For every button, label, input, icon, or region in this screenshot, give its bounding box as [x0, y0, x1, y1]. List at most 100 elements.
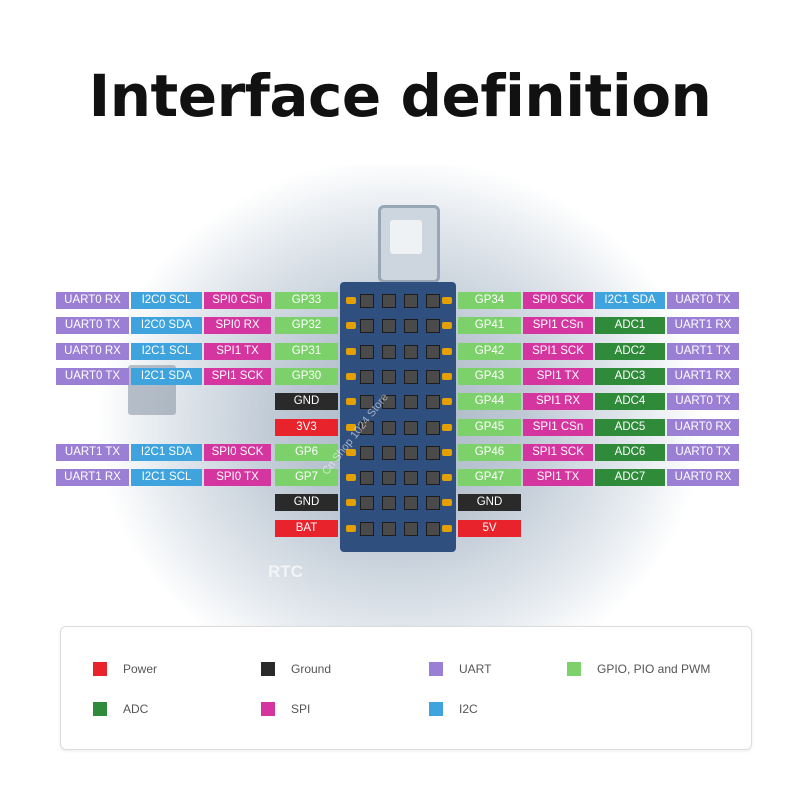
header-pad-r4-s0 [346, 398, 356, 405]
header-pad-r6-s1 [442, 449, 452, 456]
legend-swatch-i2c [429, 702, 443, 716]
legend-item-uart: UART [429, 661, 491, 677]
left-pin-label-r0-c2: SPI0 CSn [204, 292, 271, 309]
header-pad-r9-s1 [442, 525, 452, 532]
right-pin-label-r4-c3: UART0 TX [667, 393, 739, 410]
header-pin-r0-c2 [404, 294, 418, 308]
header-pin-r6-c1 [382, 446, 396, 460]
right-pin-label-r7-c0: GP47 [458, 469, 521, 486]
right-pin-label-r5-c0: GP45 [458, 419, 521, 436]
left-pin-label-r5-c0: 3V3 [275, 419, 338, 436]
page-title: Interface definition [88, 62, 712, 130]
left-pin-label-r0-c3: GP33 [275, 292, 338, 309]
right-pin-label-r7-c2: ADC7 [595, 469, 665, 486]
header-pin-r7-c3 [426, 471, 440, 485]
header-pad-r1-s0 [346, 322, 356, 329]
header-pin-r3-c1 [382, 370, 396, 384]
header-pin-r8-c2 [404, 496, 418, 510]
right-pin-label-r3-c3: UART1 RX [667, 368, 739, 385]
header-pin-r7-c2 [404, 471, 418, 485]
header-pin-r1-c3 [426, 319, 440, 333]
legend-item-power: Power [93, 661, 157, 677]
board-connector-inner [390, 220, 422, 254]
header-pin-r0-c3 [426, 294, 440, 308]
right-pin-label-r9-c0: 5V [458, 520, 521, 537]
right-pin-label-r7-c3: UART0 RX [667, 469, 739, 486]
header-pad-r8-s0 [346, 499, 356, 506]
legend-item-spi: SPI [261, 701, 310, 717]
right-pin-label-r0-c1: SPI0 SCK [523, 292, 593, 309]
legend-label-power: Power [123, 662, 158, 676]
header-pin-r3-c0 [360, 370, 374, 384]
header-pin-r5-c2 [404, 421, 418, 435]
left-pin-label-r2-c1: I2C1 SCL [131, 343, 202, 360]
left-pin-label-r8-c0: GND [275, 494, 338, 511]
left-pin-label-r0-c0: UART0 RX [56, 292, 129, 309]
left-pin-label-r6-c3: GP6 [275, 444, 338, 461]
header-pin-r2-c3 [426, 345, 440, 359]
left-pin-label-r1-c1: I2C0 SDA [131, 317, 202, 334]
header-pin-r2-c0 [360, 345, 374, 359]
right-pin-label-r2-c1: SPI1 SCK [523, 343, 593, 360]
left-pin-label-r7-c2: SPI0 TX [204, 469, 271, 486]
header-pin-r7-c1 [382, 471, 396, 485]
left-pin-label-r2-c0: UART0 RX [56, 343, 129, 360]
header-pad-r8-s1 [442, 499, 452, 506]
right-pin-label-r6-c0: GP46 [458, 444, 521, 461]
right-pin-label-r3-c1: SPI1 TX [523, 368, 593, 385]
header-pin-r3-c3 [426, 370, 440, 384]
left-pin-label-r7-c1: I2C1 SCL [131, 469, 202, 486]
right-pin-label-r2-c3: UART1 TX [667, 343, 739, 360]
left-pin-label-r3-c0: UART0 TX [56, 368, 129, 385]
header-pin-r6-c2 [404, 446, 418, 460]
header-pad-r2-s1 [442, 348, 452, 355]
right-pin-label-r6-c1: SPI1 SCK [523, 444, 593, 461]
right-pin-label-r0-c3: UART0 TX [667, 292, 739, 309]
legend-item-i2c: I2C [429, 701, 478, 717]
header-pad-r5-s0 [346, 424, 356, 431]
right-pin-label-r6-c3: UART0 TX [667, 444, 739, 461]
legend-swatch-ground [261, 662, 275, 676]
board-rtc-label: RTC [268, 562, 303, 581]
left-pin-label-r6-c0: UART1 TX [56, 444, 129, 461]
right-pin-label-r2-c0: GP42 [458, 343, 521, 360]
left-pin-label-r7-c3: GP7 [275, 469, 338, 486]
header-pin-r8-c0 [360, 496, 374, 510]
header-pad-r7-s1 [442, 474, 452, 481]
right-pin-label-r1-c2: ADC1 [595, 317, 665, 334]
right-pin-label-r1-c3: UART1 RX [667, 317, 739, 334]
left-pin-label-r3-c1: I2C1 SDA [131, 368, 202, 385]
header-pad-r2-s0 [346, 348, 356, 355]
legend-label-spi: SPI [291, 702, 311, 716]
left-pin-label-r2-c2: SPI1 TX [204, 343, 271, 360]
right-pin-label-r0-c2: I2C1 SDA [595, 292, 665, 309]
header-pin-r4-c0 [360, 395, 374, 409]
left-pin-label-r3-c3: GP30 [275, 368, 338, 385]
right-pin-label-r0-c0: GP34 [458, 292, 521, 309]
legend: Power Ground UART GPIO, PIO and PWM ADC … [60, 626, 752, 750]
header-pin-r9-c0 [360, 522, 374, 536]
right-pin-label-r4-c2: ADC4 [595, 393, 665, 410]
header-pin-r8-c1 [382, 496, 396, 510]
legend-label-uart: UART [459, 662, 492, 676]
header-pin-r3-c2 [404, 370, 418, 384]
left-pin-label-r2-c3: GP31 [275, 343, 338, 360]
header-pad-r0-s0 [346, 297, 356, 304]
right-pin-label-r1-c0: GP41 [458, 317, 521, 334]
left-pin-label-r7-c0: UART1 RX [56, 469, 129, 486]
legend-label-gpio: GPIO, PIO and PWM [597, 662, 711, 676]
header-pin-r8-c3 [426, 496, 440, 510]
right-pin-label-r6-c2: ADC6 [595, 444, 665, 461]
legend-label-i2c: I2C [459, 702, 478, 716]
header-pin-r0-c1 [382, 294, 396, 308]
legend-item-gpio: GPIO, PIO and PWM [567, 661, 710, 677]
header-pin-r9-c3 [426, 522, 440, 536]
header-pin-r0-c0 [360, 294, 374, 308]
legend-item-ground: Ground [261, 661, 331, 677]
header-pad-r3-s1 [442, 373, 452, 380]
header-pin-r4-c3 [426, 395, 440, 409]
right-pin-label-r7-c1: SPI1 TX [523, 469, 593, 486]
left-pin-label-r6-c2: SPI0 SCK [204, 444, 271, 461]
left-pin-label-r1-c3: GP32 [275, 317, 338, 334]
header-pin-r1-c1 [382, 319, 396, 333]
